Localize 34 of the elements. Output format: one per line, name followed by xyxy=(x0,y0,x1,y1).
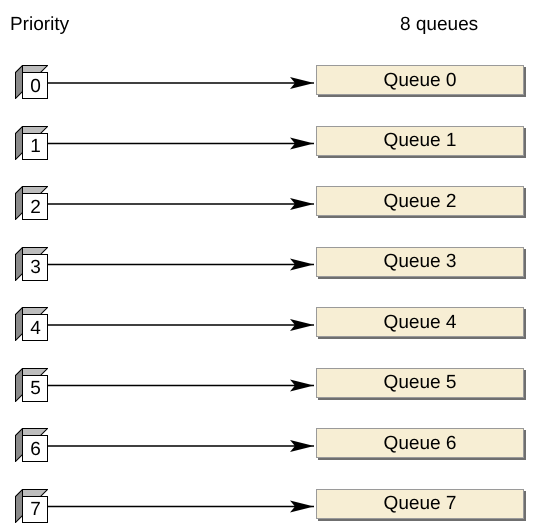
queue-box xyxy=(316,246,524,276)
queue-box xyxy=(316,126,524,156)
queue-label: Queue 0 xyxy=(384,70,456,90)
priority-number: 6 xyxy=(30,440,41,458)
arrow xyxy=(48,258,314,270)
priority-number: 7 xyxy=(30,500,41,519)
arrow xyxy=(48,198,314,210)
column-heading: Priority xyxy=(10,13,70,37)
priority-number: 4 xyxy=(30,318,41,338)
queue-box xyxy=(316,65,524,95)
queue-box xyxy=(316,368,524,398)
queue-label: Queue 7 xyxy=(384,494,456,513)
arrow xyxy=(48,500,314,512)
column-heading: 8 queues xyxy=(400,13,478,37)
queue-label: Queue 4 xyxy=(384,312,456,332)
arrow xyxy=(48,319,314,331)
queue-label: Queue 6 xyxy=(384,434,456,452)
arrow xyxy=(48,440,314,452)
arrow xyxy=(48,380,314,392)
priority-number: 1 xyxy=(30,137,41,156)
queue-box xyxy=(316,488,524,518)
priority-number: 3 xyxy=(30,258,41,277)
priority-number: 0 xyxy=(30,76,41,96)
arrow xyxy=(48,138,314,150)
queue-label: Queue 3 xyxy=(384,252,456,271)
arrow xyxy=(48,77,314,89)
queue-box xyxy=(316,186,524,216)
queue-label: Queue 1 xyxy=(384,131,456,150)
queue-label: Queue 5 xyxy=(384,373,456,392)
queue-box xyxy=(316,307,524,337)
queue-label: Queue 2 xyxy=(384,192,456,210)
priority-number: 2 xyxy=(30,198,41,216)
priority-number: 5 xyxy=(30,379,41,398)
queue-box xyxy=(316,428,524,458)
